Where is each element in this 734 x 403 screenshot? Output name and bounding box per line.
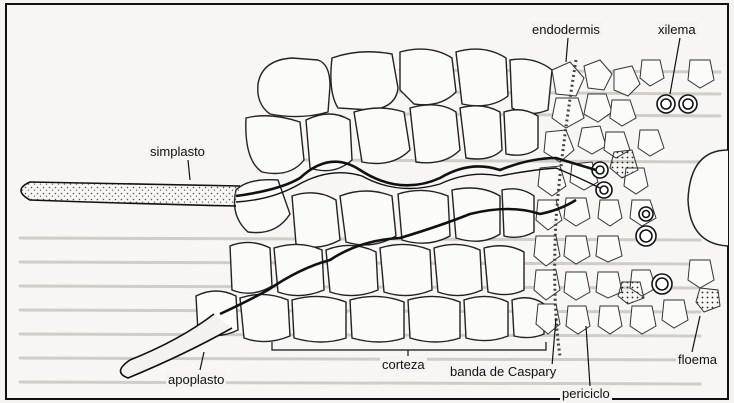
label-apoplasto: apoplasto [166,372,226,387]
label-periciclo: periciclo [560,386,612,401]
label-endodermis: endodermis [530,22,602,37]
label-floema: floema [676,352,719,367]
label-simplasto: simplasto [148,144,207,159]
label-corteza: corteza [380,357,427,372]
label-xilema: xilema [656,22,698,37]
label-banda-caspary: banda de Caspary [448,364,558,379]
